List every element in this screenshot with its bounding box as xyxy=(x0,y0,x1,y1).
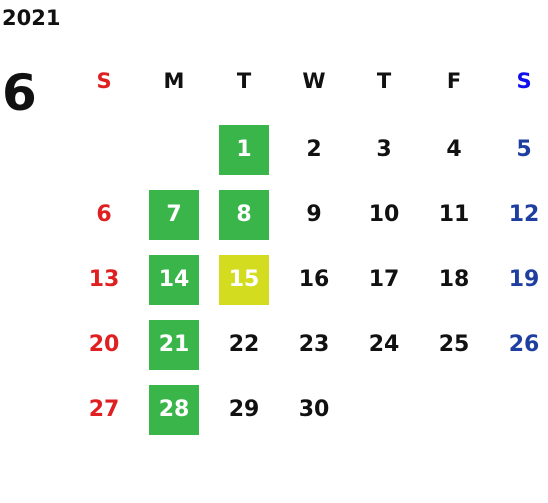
day-cell[interactable]: 3 xyxy=(349,125,419,190)
day-cell[interactable]: 10 xyxy=(349,190,419,255)
day-17[interactable]: 17 xyxy=(368,267,400,292)
day-23[interactable]: 23 xyxy=(298,332,330,357)
day-21[interactable]: 21 xyxy=(149,320,199,370)
empty-cell xyxy=(69,125,139,190)
day-11[interactable]: 11 xyxy=(438,202,470,227)
day-cell[interactable]: 2 xyxy=(279,125,349,190)
weekday-header: S M T W T F S xyxy=(69,64,548,98)
day-cell[interactable]: 27 xyxy=(69,385,139,450)
day-16[interactable]: 16 xyxy=(298,267,330,292)
day-cell[interactable]: 25 xyxy=(419,320,489,385)
day-cell[interactable]: 22 xyxy=(209,320,279,385)
day-cell[interactable]: 1 xyxy=(209,125,279,190)
weekday-sunday: S xyxy=(96,69,112,93)
day-28[interactable]: 28 xyxy=(149,385,199,435)
day-24[interactable]: 24 xyxy=(368,332,400,357)
day-cell[interactable]: 24 xyxy=(349,320,419,385)
month-label: 6 xyxy=(2,64,37,122)
day-cell[interactable]: 17 xyxy=(349,255,419,320)
weekday-friday: F xyxy=(446,69,462,93)
day-14[interactable]: 14 xyxy=(149,255,199,305)
day-5[interactable]: 5 xyxy=(516,137,532,162)
day-27[interactable]: 27 xyxy=(88,397,120,422)
day-cell[interactable]: 4 xyxy=(419,125,489,190)
day-13[interactable]: 13 xyxy=(88,267,120,292)
day-cell[interactable]: 18 xyxy=(419,255,489,320)
day-cell[interactable]: 14 xyxy=(139,255,209,320)
day-8[interactable]: 8 xyxy=(219,190,269,240)
day-15[interactable]: 15 xyxy=(219,255,269,305)
day-cell[interactable]: 8 xyxy=(209,190,279,255)
day-2[interactable]: 2 xyxy=(306,137,322,162)
day-9[interactable]: 9 xyxy=(306,202,322,227)
day-20[interactable]: 20 xyxy=(88,332,120,357)
day-7[interactable]: 7 xyxy=(149,190,199,240)
day-4[interactable]: 4 xyxy=(446,137,462,162)
day-12[interactable]: 12 xyxy=(508,202,540,227)
day-22[interactable]: 22 xyxy=(228,332,260,357)
day-25[interactable]: 25 xyxy=(438,332,470,357)
day-cell[interactable]: 26 xyxy=(489,320,548,385)
day-cell[interactable]: 15 xyxy=(209,255,279,320)
day-3[interactable]: 3 xyxy=(376,137,392,162)
day-cell[interactable]: 16 xyxy=(279,255,349,320)
day-6[interactable]: 6 xyxy=(96,202,112,227)
day-cell[interactable]: 5 xyxy=(489,125,548,190)
weekday-saturday: S xyxy=(516,69,532,93)
day-29[interactable]: 29 xyxy=(228,397,260,422)
empty-cell xyxy=(139,125,209,190)
day-cell[interactable]: 23 xyxy=(279,320,349,385)
day-18[interactable]: 18 xyxy=(438,267,470,292)
day-1[interactable]: 1 xyxy=(219,125,269,175)
day-cell[interactable]: 28 xyxy=(139,385,209,450)
day-cell[interactable]: 6 xyxy=(69,190,139,255)
weekday-thursday: T xyxy=(376,69,392,93)
day-cell[interactable]: 20 xyxy=(69,320,139,385)
weekday-monday: M xyxy=(163,69,185,93)
year-label: 2021 xyxy=(2,6,61,30)
day-cell[interactable]: 11 xyxy=(419,190,489,255)
day-cell[interactable]: 30 xyxy=(279,385,349,450)
day-cell[interactable]: 9 xyxy=(279,190,349,255)
day-cell[interactable]: 29 xyxy=(209,385,279,450)
day-cell[interactable]: 21 xyxy=(139,320,209,385)
day-10[interactable]: 10 xyxy=(368,202,400,227)
weekday-wednesday: W xyxy=(302,69,326,93)
day-cell[interactable]: 7 xyxy=(139,190,209,255)
weekday-tuesday: T xyxy=(236,69,252,93)
day-cell[interactable]: 12 xyxy=(489,190,548,255)
day-26[interactable]: 26 xyxy=(508,332,540,357)
day-cell[interactable]: 19 xyxy=(489,255,548,320)
day-30[interactable]: 30 xyxy=(298,397,330,422)
day-cell[interactable]: 13 xyxy=(69,255,139,320)
day-19[interactable]: 19 xyxy=(508,267,540,292)
